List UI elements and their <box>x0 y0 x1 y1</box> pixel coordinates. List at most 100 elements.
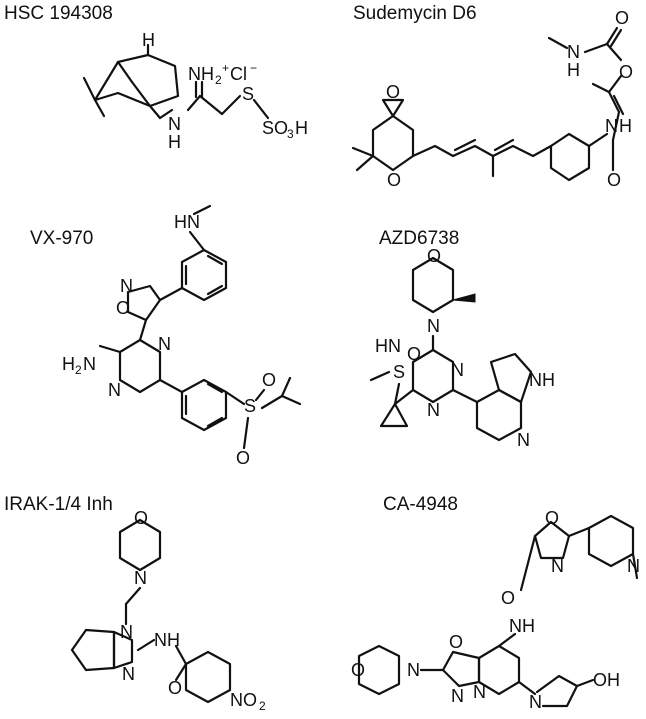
structure-ca4948: O N N O NH N O N N O N OH <box>351 508 640 712</box>
atom-charge: + <box>222 61 229 75</box>
atom-label: NO <box>230 690 257 710</box>
ring <box>441 650 481 688</box>
bond <box>535 674 579 708</box>
atom-label: N <box>134 568 147 588</box>
bond <box>609 28 623 48</box>
atom-label: S <box>242 84 254 104</box>
bond <box>206 284 224 296</box>
atom-label: NH <box>509 616 535 636</box>
bond <box>174 662 188 682</box>
atom-label: OH <box>593 670 620 690</box>
bond <box>93 53 180 108</box>
atom-subscript: 3 <box>287 127 294 141</box>
bond <box>198 94 224 116</box>
bond <box>260 394 284 410</box>
bond <box>158 378 184 394</box>
bond <box>206 254 224 266</box>
ring <box>411 348 455 404</box>
atom-label: N <box>551 556 564 576</box>
atom-label: O <box>501 588 515 608</box>
atom-label: HN <box>174 212 200 232</box>
ring <box>118 518 162 572</box>
ring <box>70 628 116 672</box>
bond <box>188 230 206 252</box>
bond <box>124 586 142 606</box>
bond <box>130 80 152 108</box>
bond <box>605 42 623 62</box>
bond <box>575 678 595 688</box>
ring <box>357 644 401 696</box>
atom-label: O <box>619 62 633 82</box>
bond <box>519 534 537 592</box>
ring <box>118 338 162 394</box>
bond <box>451 388 479 404</box>
compound-name: IRAK-1/4 Inh <box>4 494 113 515</box>
atom-label: N <box>427 316 440 336</box>
bond <box>351 146 375 158</box>
bond <box>631 552 639 580</box>
bond <box>224 390 246 406</box>
bond <box>612 94 625 116</box>
atom-label: N <box>122 664 135 684</box>
bond <box>116 60 134 84</box>
bond <box>138 318 148 342</box>
atom-label: N <box>529 692 542 712</box>
atom-label: O <box>134 508 148 528</box>
structure-azd6738: O N N N HN S O N NH <box>369 246 555 450</box>
atom-label: H <box>567 60 580 80</box>
bond <box>497 632 517 648</box>
atom-label: O <box>386 82 400 102</box>
atom-label: N <box>427 400 440 420</box>
bond <box>567 526 591 538</box>
atom-label: H <box>295 118 308 138</box>
bond <box>280 394 302 406</box>
bond <box>369 370 391 382</box>
atom-label: O <box>351 660 365 680</box>
bond <box>547 36 569 50</box>
atom-label: O <box>545 508 559 528</box>
bond <box>242 416 250 450</box>
structure-sudemycin-d6: O O N H O O O N H <box>351 8 633 190</box>
atom-label: O <box>407 344 421 364</box>
atom-label: N <box>168 114 181 134</box>
bond <box>587 132 609 148</box>
compound-panel-sudemycin-d6: Sudemycin D6 O O N H O O O N H <box>323 0 646 200</box>
bond <box>355 154 375 172</box>
bond <box>393 388 415 406</box>
compound-panel-irak-inh: IRAK-1/4 Inh O N N N NH O NO 2 <box>0 480 323 719</box>
bond <box>517 680 537 696</box>
ring <box>184 650 232 704</box>
atom-label: O <box>236 448 250 468</box>
bond <box>605 26 619 46</box>
bond <box>148 104 162 120</box>
structure-hsc194308: H N H NH 2 + Cl − S SO 3 H <box>82 30 308 152</box>
atom-label: NH <box>529 370 555 390</box>
atom-label: N <box>158 334 171 354</box>
compound-name: HSC 194308 <box>4 3 113 24</box>
atom-label: O <box>607 170 621 190</box>
atom-label: N <box>407 660 420 680</box>
bond <box>371 114 415 172</box>
atom-label: H <box>62 354 75 374</box>
structure-irak-inh: O N N N NH O NO 2 <box>70 508 266 713</box>
bond <box>192 204 212 216</box>
ring <box>180 248 228 302</box>
atom-subscript: 2 <box>215 73 222 87</box>
atom-label: O <box>449 632 463 652</box>
compound-name: CA-4948 <box>383 494 458 515</box>
atom-label: N <box>108 380 121 400</box>
atom-label: N <box>473 682 486 702</box>
bond <box>381 98 405 118</box>
bond <box>393 382 401 406</box>
atom-label: O <box>615 8 629 28</box>
compound-name: Sudemycin D6 <box>353 3 477 24</box>
ring <box>126 284 162 322</box>
atom-label: H <box>142 30 155 50</box>
atom-label: Cl <box>230 64 247 84</box>
bond <box>158 286 184 302</box>
compound-panel-azd6738: AZD6738 O N N N HN S O N NH <box>323 200 646 480</box>
bond <box>136 638 156 652</box>
atom-label: O <box>262 370 276 390</box>
bond <box>82 76 97 102</box>
ring <box>549 132 591 182</box>
